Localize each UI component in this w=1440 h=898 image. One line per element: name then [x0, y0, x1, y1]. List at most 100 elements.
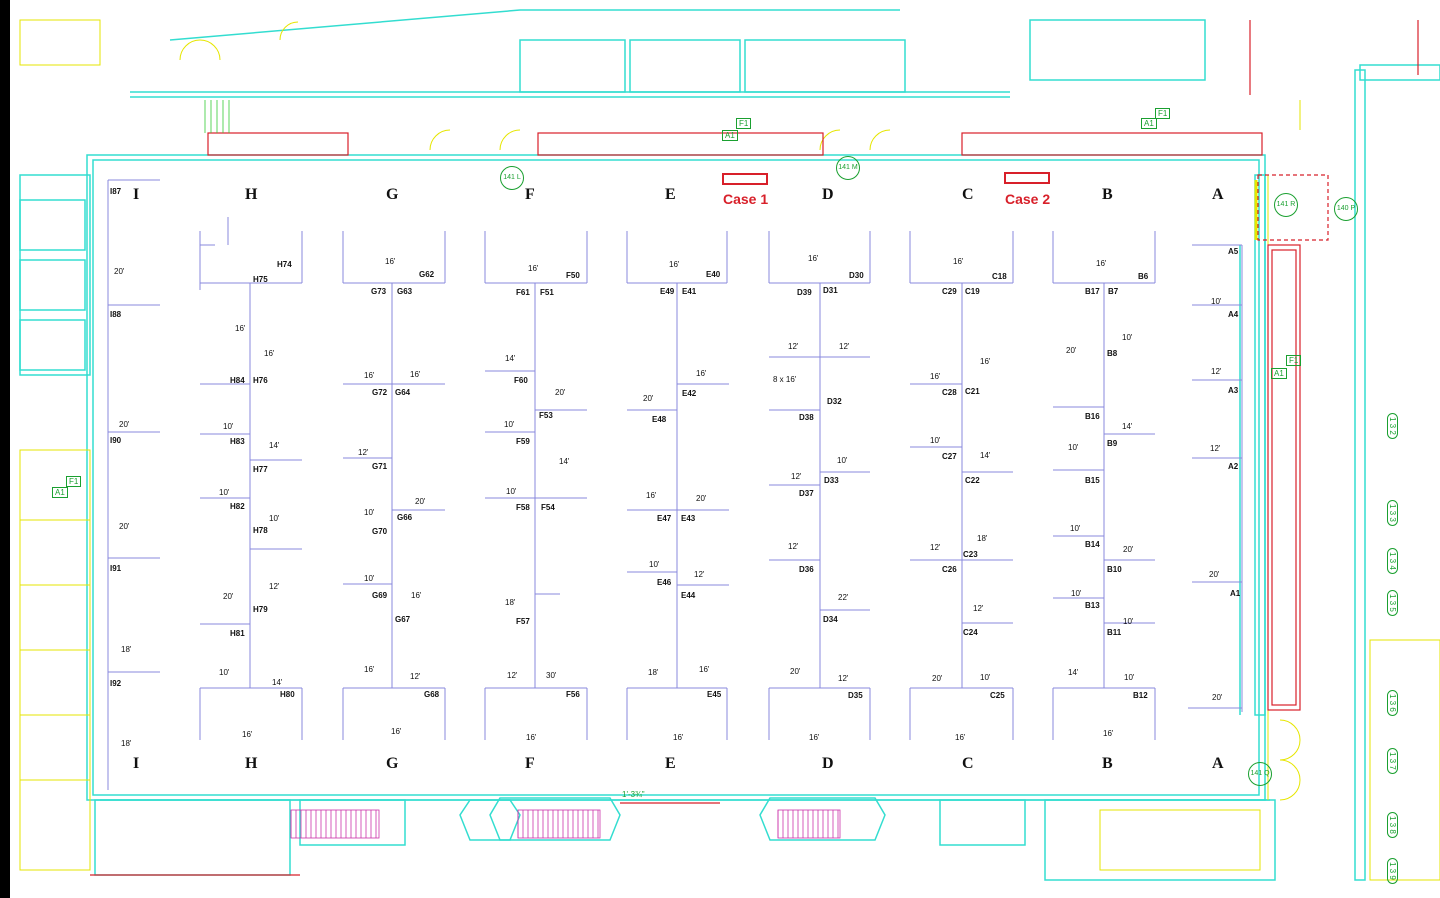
fire-tag: F1: [1286, 355, 1302, 366]
dimension-label: 10': [1122, 333, 1133, 342]
aisle-label-bottom: E: [665, 755, 676, 772]
dimension-label: 16': [930, 372, 941, 381]
booth-label: E48: [652, 415, 667, 424]
booth-label: C24: [963, 628, 978, 637]
dimension-label: 14': [272, 678, 283, 687]
booth-label: F54: [541, 503, 555, 512]
booth-label: D35: [848, 691, 863, 700]
dimension-label: 10': [506, 487, 517, 496]
booth-label: H77: [253, 465, 268, 474]
booth-label: D38: [799, 413, 814, 422]
booth-label: C29: [942, 287, 957, 296]
dimension-label: 16': [391, 727, 402, 736]
booth-label: C22: [965, 476, 980, 485]
dimension-label: 14': [1068, 668, 1079, 677]
dimension-label: 10': [1071, 589, 1082, 598]
stair-tag: 1 3 5: [1387, 590, 1398, 616]
dimension-label: 16': [1103, 729, 1114, 738]
booth-label: E41: [682, 287, 697, 296]
booth-label: B7: [1108, 287, 1119, 296]
booth-label: A4: [1228, 310, 1239, 319]
stair-tag: 1 3 3: [1387, 500, 1398, 526]
aisle-label-top: I: [133, 186, 140, 203]
dimension-label: 20': [932, 674, 943, 683]
aisle-label-bottom: H: [245, 755, 258, 772]
booth-label: F61: [516, 288, 530, 297]
dimension-label: 16': [809, 733, 820, 742]
dimension-label: 20': [1066, 346, 1077, 355]
dimension-label: 10': [1124, 673, 1135, 682]
booth-label: C19: [965, 287, 980, 296]
fire-tag: A1: [52, 487, 68, 498]
dimension-label: 10': [219, 488, 230, 497]
dimension-label: 16': [410, 370, 421, 379]
booth-label: B17: [1085, 287, 1100, 296]
dimension-label: 10': [269, 514, 280, 523]
booth-label: I91: [110, 564, 122, 573]
booth-label: F56: [566, 690, 580, 699]
dimension-label: 10': [980, 673, 991, 682]
booth-label: C28: [942, 388, 957, 397]
booth-label: H78: [253, 526, 268, 535]
dimension-label: 16': [411, 591, 422, 600]
aisle-label-top: B: [1102, 186, 1113, 203]
dimension-label: 10': [930, 436, 941, 445]
dimension-label: 14': [269, 441, 280, 450]
booth-label: B8: [1107, 349, 1118, 358]
booth-label: F50: [566, 271, 580, 280]
stair-tag: 1 3 9: [1387, 858, 1398, 884]
aisle-label-top: H: [245, 186, 258, 203]
booth-label: G70: [372, 527, 388, 536]
dimension-label: 30': [546, 671, 557, 680]
booth-label: H79: [253, 605, 268, 614]
booth-label: G73: [371, 287, 387, 296]
case-2-label: Case 2: [1005, 191, 1051, 207]
exit-tag-140p: 140 P: [1334, 197, 1358, 221]
booth-label: E46: [657, 578, 672, 587]
booth-label: I90: [110, 436, 122, 445]
booth-label: H81: [230, 629, 245, 638]
dimension-label: 16': [673, 733, 684, 742]
case-2-marker: [1004, 172, 1050, 184]
case-1-label: Case 1: [723, 191, 769, 207]
exit-tag-141m: 141 M: [836, 156, 860, 180]
booth-label: G66: [397, 513, 413, 522]
dimension-label: 10': [649, 560, 660, 569]
dimension-label: 12': [694, 570, 705, 579]
dimension-label: 20': [1212, 693, 1223, 702]
dimension-label: 20': [119, 420, 130, 429]
booth-label: B14: [1085, 540, 1100, 549]
dimension-label: 10': [1211, 297, 1222, 306]
dimension-label: 10': [1068, 443, 1079, 452]
booth-label: B16: [1085, 412, 1100, 421]
dimension-label: 16': [980, 357, 991, 366]
aisle-label-bottom: C: [962, 755, 974, 772]
dimension-label: 12': [1211, 367, 1222, 376]
dimension-label: 16': [808, 254, 819, 263]
aisle-label-bottom: B: [1102, 755, 1113, 772]
dimension-label: 14': [1122, 422, 1133, 431]
dimension-label: 22': [838, 593, 849, 602]
dimension-label: 12': [838, 674, 849, 683]
booth-label: G68: [424, 690, 440, 699]
booth-label: B13: [1085, 601, 1100, 610]
booth-label: C25: [990, 691, 1005, 700]
dimension-label: 20': [790, 667, 801, 676]
dimension-label: 8 x 16': [773, 375, 797, 384]
booth-label: E47: [657, 514, 672, 523]
stair-tag: 1 3 7: [1387, 748, 1398, 774]
dimension-label: 20': [119, 522, 130, 531]
dimension-label: 16': [385, 257, 396, 266]
booth-label: A1: [1230, 589, 1241, 598]
booth-label: F51: [540, 288, 554, 297]
aisle-label-bottom: I: [133, 755, 140, 772]
dimension-label: 10': [219, 668, 230, 677]
booth-label: D30: [849, 271, 864, 280]
booth-label: B12: [1133, 691, 1148, 700]
booth-label: E49: [660, 287, 675, 296]
dimension-label: 12': [1210, 444, 1221, 453]
dimension-label: 12': [507, 671, 518, 680]
booth-label: C27: [942, 452, 957, 461]
